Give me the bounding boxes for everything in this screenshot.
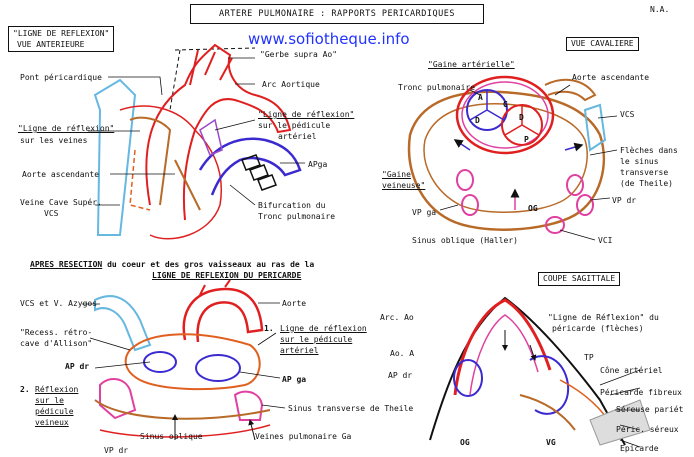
label-peri-fibreux: Péricarde fibreux — [600, 388, 682, 397]
label-bifurcation-1: Bifurcation du — [258, 201, 326, 210]
label-veines-pulmonaire: Veines pulmonaire Ga — [255, 432, 352, 441]
label-ligne-pedicule-3: artériel — [278, 132, 317, 141]
label-ligne-pedicule-1: "Ligne de réflexion" — [258, 110, 355, 119]
label-refl-2: sur le — [35, 396, 64, 405]
label-gaine-veineuse-1: "Gaine — [382, 170, 411, 179]
page-title: ARTERE PULMONAIRE : RAPPORTS PERICARDIQU… — [190, 4, 484, 24]
anterior-heading-line2: VUE ANTERIEURE — [17, 40, 85, 49]
label-ligne-veines-2: sur les veines — [20, 136, 88, 145]
label-vg-sag: VG — [546, 438, 556, 447]
anterior-view-heading: "LIGNE DE REFLEXION" VUE ANTERIEURE — [8, 26, 115, 52]
label-aorte-ascendante: Aorte ascendante — [22, 170, 100, 179]
cavalier-view-drawing — [407, 75, 607, 234]
label-refl-4: veineux — [35, 418, 69, 427]
anterior-leaders — [88, 57, 305, 206]
label-refl-1: Réflexion — [35, 385, 79, 394]
valve-label-d: D — [475, 116, 480, 125]
label-epicarde: Epicarde — [620, 444, 659, 453]
label-sinus-oblique-res: Sinus oblique — [140, 432, 203, 441]
label-ligne-res-2: sur le pédicule — [280, 335, 353, 344]
label-vcs-2: VCS — [44, 209, 59, 218]
label-num-2: 2. — [20, 385, 30, 394]
label-sereuse-pariet: Séreuse pariét — [616, 405, 684, 414]
label-aorte-ascendante-cav: Aorte ascendante — [572, 73, 650, 82]
label-fleches-2: le sinus — [620, 157, 659, 166]
label-gerbe: "Gerbe supra Ao" — [260, 50, 338, 59]
valve-label-d2: D — [519, 113, 524, 122]
sagittal-heading: COUPE SAGITTALE — [538, 272, 621, 286]
label-tronc-pulmonaire: Tronc pulmonaire — [398, 83, 476, 92]
label-og-cav: OG — [528, 204, 538, 213]
label-fleches-4: (de Theile) — [620, 179, 673, 188]
label-pont: Pont péricardique — [20, 73, 102, 82]
watermark-link[interactable]: www.sofiotheque.info — [248, 30, 410, 48]
label-apga: APga — [308, 160, 328, 169]
cavalier-leaders — [439, 84, 618, 241]
label-fleches-3: transverse — [620, 168, 669, 177]
label-arc-aortique: Arc Aortique — [262, 80, 320, 89]
resection-leaders — [82, 302, 286, 409]
label-ligne-sag-1: "Ligne de Réflexion" du — [548, 313, 659, 322]
label-ap-dr-sag: AP dr — [388, 371, 413, 380]
label-refl-3: pédicule — [35, 407, 74, 416]
resection-heading-3: LIGNE DE REFLEXION DU PERICARDE — [152, 271, 302, 280]
resection-drawing — [94, 279, 271, 441]
label-ligne-res-1: Ligne de réflexion — [280, 324, 367, 333]
label-og-sag: OG — [460, 438, 470, 447]
cavalier-view-heading: VUE CAVALIERE — [566, 37, 639, 51]
label-ap-ga-res: AP ga — [282, 375, 307, 384]
label-ao-a: Ao. A — [390, 349, 415, 358]
valve-label-p: P — [524, 135, 529, 144]
label-ligne-pedicule-2: sur le pédicule — [258, 121, 331, 130]
label-tp: TP — [584, 353, 594, 362]
valve-label-g: G — [503, 100, 508, 109]
label-ligne-veines-1: "Ligne de réflexion" — [18, 124, 115, 133]
label-fleches-1: Flèches dans — [620, 146, 678, 155]
label-gaine-arterielle: "Gaine artérielle" — [428, 60, 515, 69]
label-gaine-veineuse-2: veineuse" — [382, 181, 426, 190]
label-ap-dr-res: AP dr — [65, 362, 90, 371]
label-sinus-transverse: Sinus transverse de Theile — [288, 404, 414, 413]
label-vcs-azygos: VCS et V. Azygos — [20, 299, 98, 308]
label-vcs-cav: VCS — [620, 110, 635, 119]
label-num-1: 1. — [264, 324, 274, 333]
label-sinus-oblique-cav: Sinus oblique (Haller) — [412, 236, 518, 245]
label-vcs-1: Veine Cave Supér. — [20, 198, 102, 207]
anterior-view-drawing — [93, 43, 302, 240]
label-cone: Cône artériel — [600, 366, 663, 375]
sagittal-drawing — [429, 296, 651, 448]
label-vci: VCI — [598, 236, 613, 245]
resection-heading-2: du coeur et des gros vaisseaux au ras de… — [107, 260, 315, 269]
anterior-heading-line1: "LIGNE DE REFLEXION" — [13, 29, 110, 38]
resection-heading-1: APRES RESECTION — [30, 260, 103, 269]
valve-label-a: A — [478, 93, 483, 102]
resection-heading: APRES RESECTION du coeur et des gros vai… — [30, 260, 314, 269]
label-bifurcation-2: Tronc pulmonaire — [258, 212, 336, 221]
label-vp-dr-res: VP dr — [104, 446, 129, 455]
label-vp-dr-cav: VP dr — [612, 196, 637, 205]
label-vp-ga-cav: VP ga — [412, 208, 437, 217]
label-aorte-res: Aorte — [282, 299, 307, 308]
author-initials: N.A. — [650, 5, 670, 14]
label-arc-ao: Arc. Ao — [380, 313, 414, 322]
label-ligne-res-3: artériel — [280, 346, 319, 355]
label-recess-1: "Recess. rétro- — [20, 328, 93, 337]
label-ligne-sag-2: péricarde (flèches) — [552, 324, 644, 333]
label-peric-sereux: Péric. séreux — [616, 425, 679, 434]
label-recess-2: cave d'Allison" — [20, 339, 93, 348]
